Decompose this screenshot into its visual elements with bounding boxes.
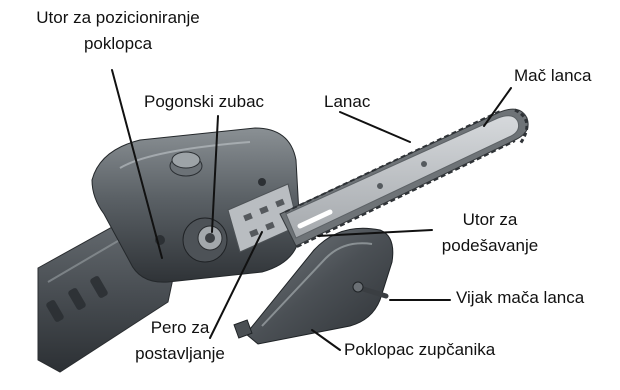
label-bar-bolt: Vijak mača lanca xyxy=(456,288,584,308)
label-adjust-slot-line1: Utor za xyxy=(430,210,550,230)
label-adjust-slot-line2: podešavanje xyxy=(430,236,550,256)
label-sprocket-cover: Poklopac zupčanika xyxy=(344,340,495,360)
label-positioning-slot-line1: Utor za pozicioniranje xyxy=(0,8,236,28)
label-chain: Lanac xyxy=(324,92,370,112)
label-positioning-slot-line2: poklopca xyxy=(0,34,236,54)
label-drive-sprocket: Pogonski zubac xyxy=(144,92,264,112)
label-bar: Mač lanca xyxy=(514,66,591,86)
label-pin-line1: Pero za xyxy=(110,318,250,338)
drive-sprocket xyxy=(183,218,227,262)
label-pin-line2: postavljanje xyxy=(110,344,250,364)
leader-chain xyxy=(340,112,410,142)
leader-cover xyxy=(312,330,340,350)
